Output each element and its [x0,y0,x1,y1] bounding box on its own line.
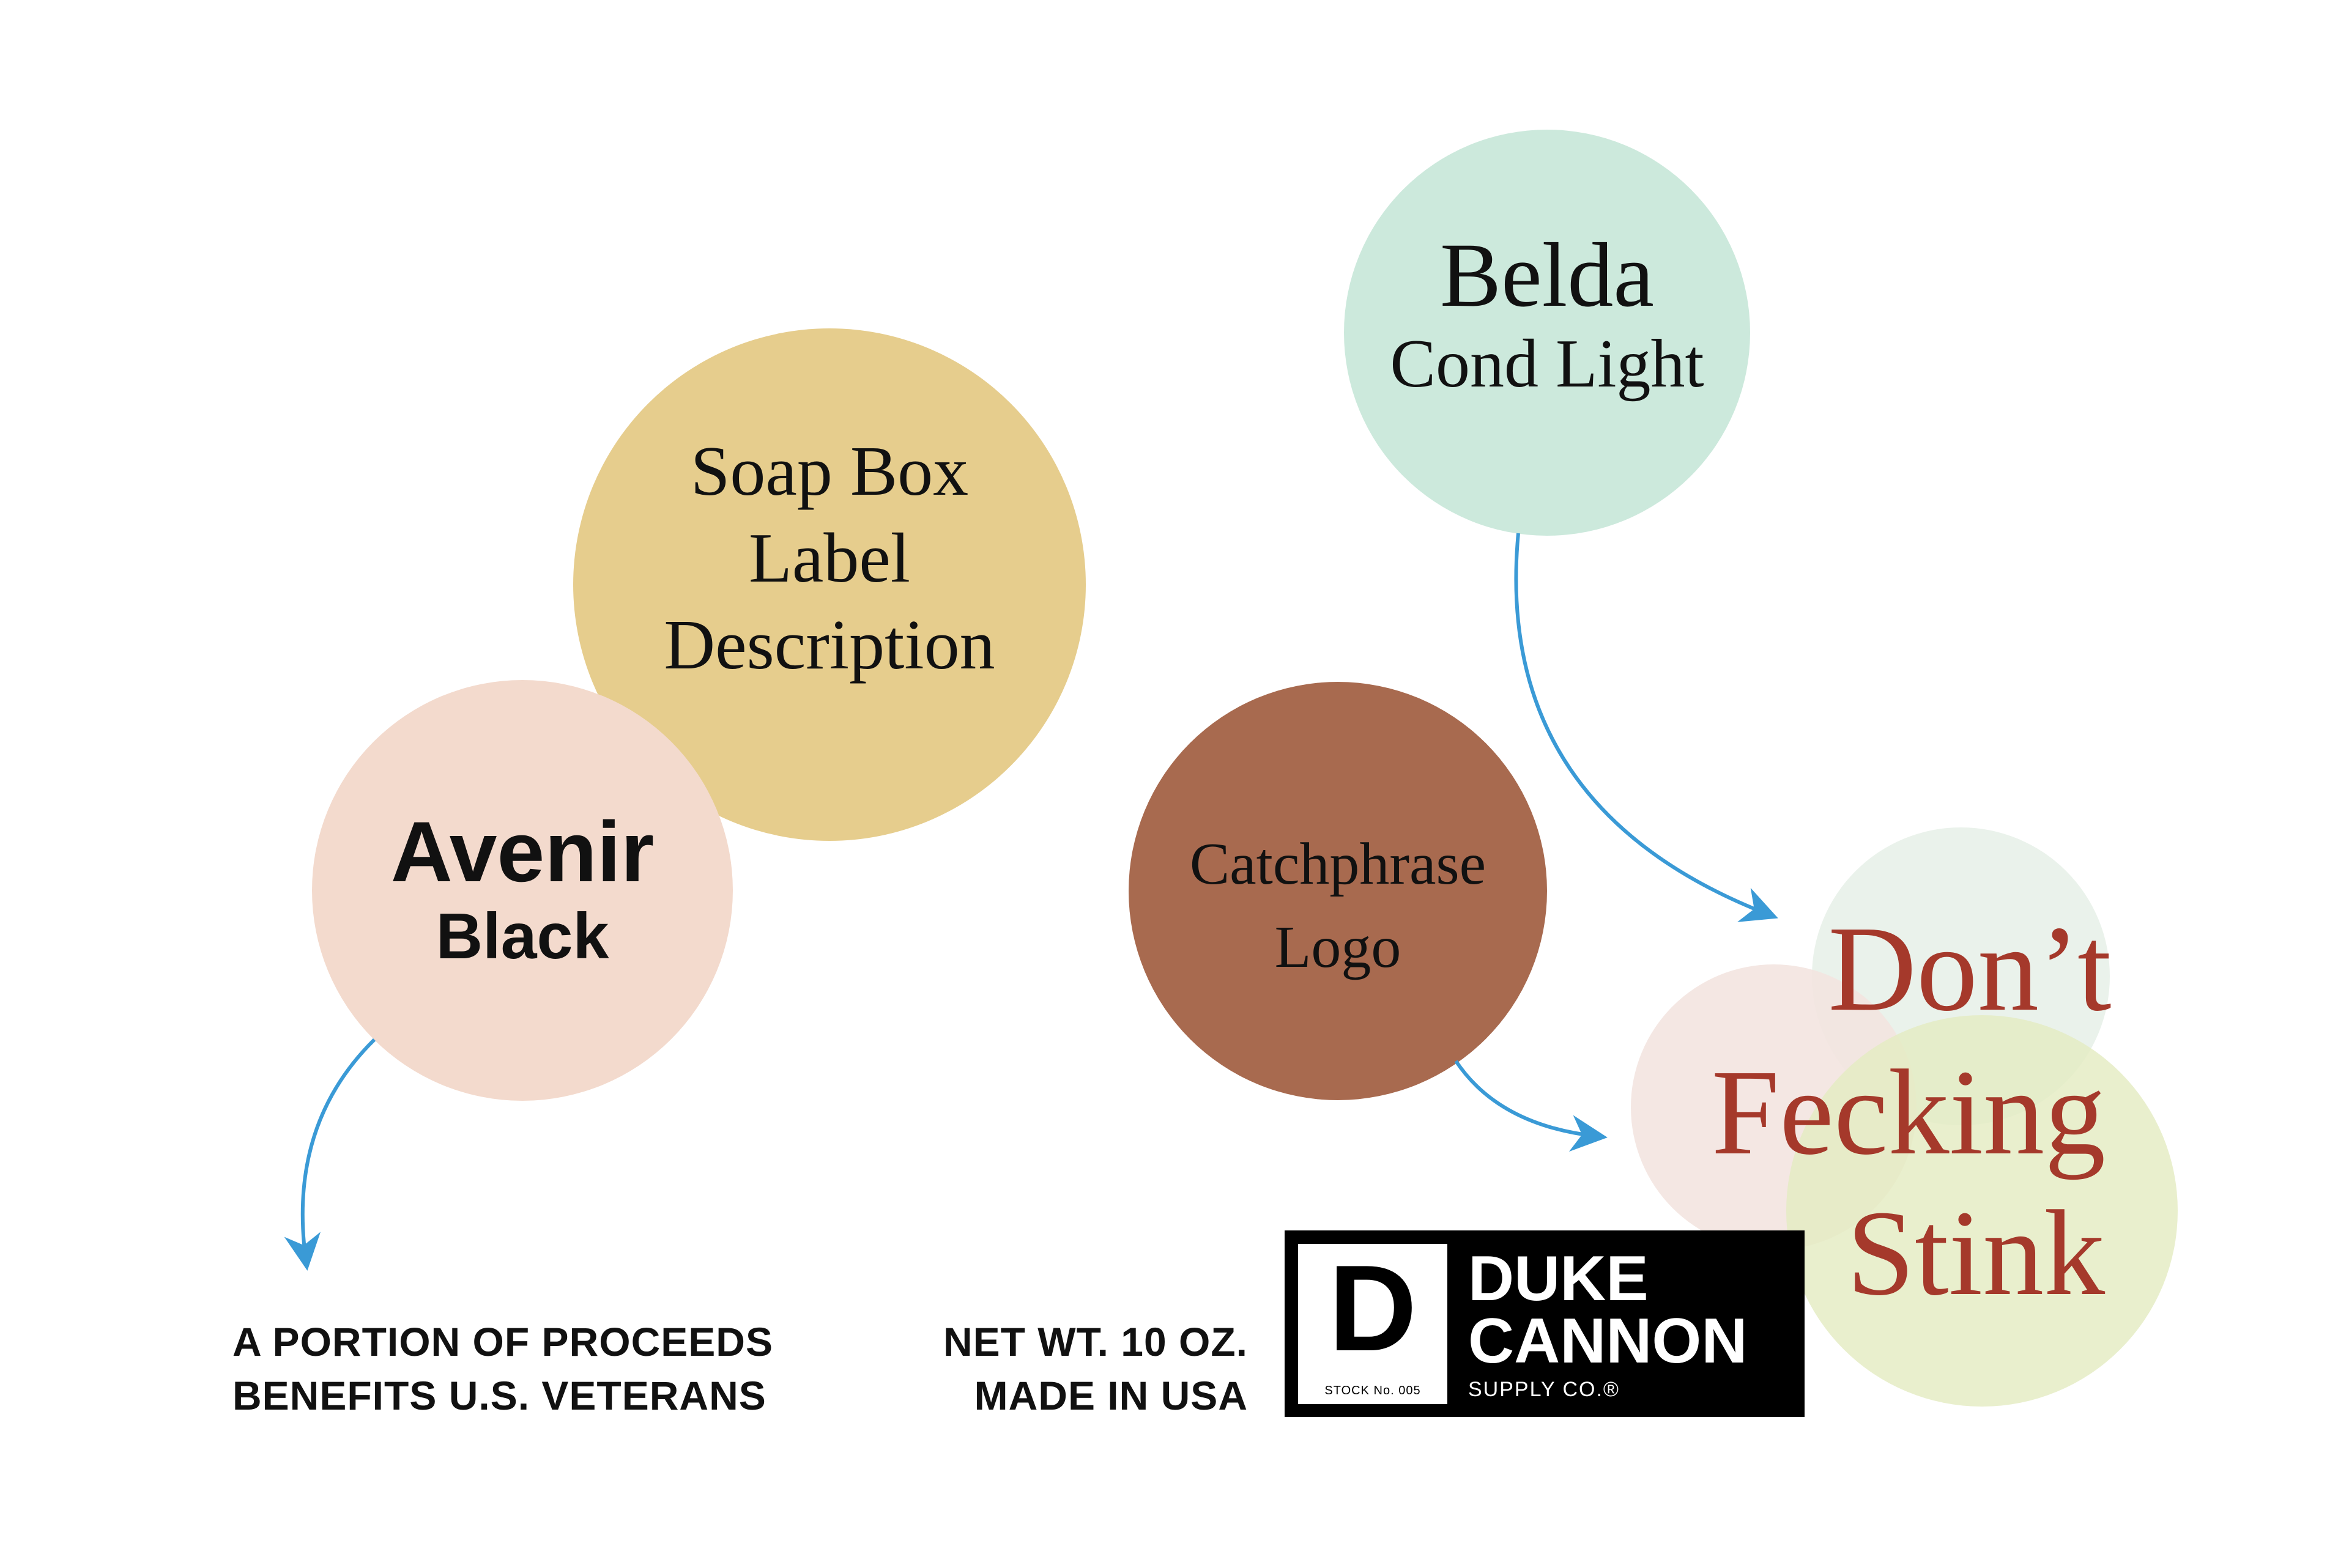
catchphrase-label: Catchphrase Logo [1129,823,1547,989]
belda-circle [1344,130,1750,536]
caption-veterans-line-1: A PORTION OF PROCEEDS [232,1319,773,1364]
logo-name-cannon: CANNON [1468,1306,1748,1377]
catchphrase-line-1: Catchphrase [1189,831,1486,897]
avenir-label: Avenir Black [312,806,733,975]
duke-cannon-logo: D STOCK No. 005 DUKE CANNON SUPPLY CO.® [1285,1230,1805,1417]
catchphrase-circle [1129,682,1547,1100]
soapbox-line-1: Soap Box [690,432,969,511]
caption-veterans: A PORTION OF PROCEEDS BENEFITS U.S. VETE… [232,1315,773,1422]
logo-d-letter: D [1328,1240,1417,1377]
arrow-avenir-to-caption [284,1038,376,1271]
arrow-belda-to-logo [1514,533,1778,922]
catchphrase-line-2: Logo [1274,914,1401,980]
logo-name-duke: DUKE [1468,1243,1649,1314]
stink-line-2: Fecking [1711,1045,2106,1180]
stink-line-1: Don’t [1828,901,2112,1037]
caption-weight: NET WT. 10 OZ. MADE IN USA [856,1315,1248,1422]
caption-weight-line-1: NET WT. 10 OZ. [943,1319,1248,1364]
stink-line-3: Stink [1846,1186,2106,1321]
belda-label: Belda Cond Light [1344,226,1750,404]
soapbox-line-3: Description [664,606,995,684]
belda-line-2: Cond Light [1390,326,1704,402]
stink-bubble-lime [1786,1015,2178,1407]
caption-weight-line-2: MADE IN USA [974,1373,1248,1418]
avenir-line-2: Black [436,900,609,972]
caption-veterans-line-2: BENEFITS U.S. VETERANS [232,1373,766,1418]
arrow-catchphrase-to-logo [1454,1060,1608,1152]
belda-line-1: Belda [1440,224,1654,326]
avenir-line-1: Avenir [390,804,655,900]
soapbox-label: Soap Box Label Description [573,428,1086,689]
logo-d-badge: D STOCK No. 005 [1298,1244,1447,1404]
logo-tagline: SUPPLY CO.® [1468,1378,1620,1401]
soapbox-line-2: Label [748,519,911,597]
logo-stock-number: STOCK No. 005 [1324,1384,1421,1397]
avenir-circle [312,680,733,1101]
